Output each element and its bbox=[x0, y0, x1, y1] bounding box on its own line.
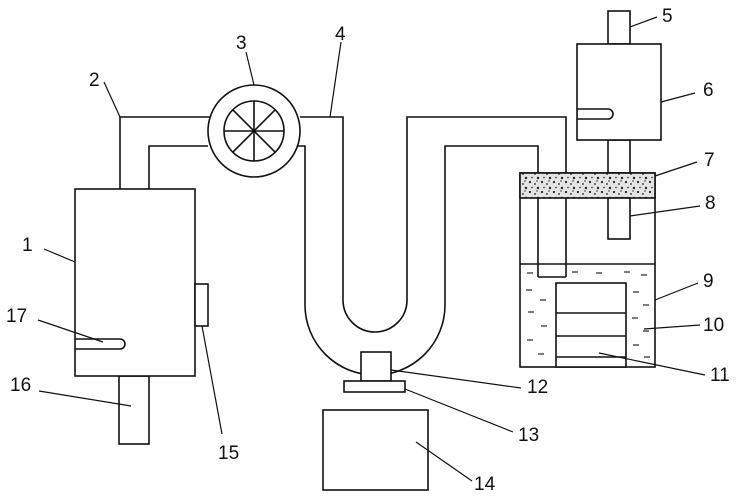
label-14: 14 bbox=[474, 474, 496, 495]
label-13: 13 bbox=[518, 425, 539, 446]
leader-lines bbox=[37, 16, 706, 482]
reference-numerals: 1 2 3 4 5 6 7 8 9 10 11 12 13 14 15 16 1… bbox=[6, 6, 730, 495]
label-11: 11 bbox=[710, 365, 730, 386]
motor-base bbox=[343, 380, 406, 393]
label-4: 4 bbox=[335, 24, 346, 45]
label-7: 7 bbox=[704, 150, 715, 171]
label-12: 12 bbox=[527, 377, 548, 398]
probe-left bbox=[75, 338, 126, 350]
label-9: 9 bbox=[703, 271, 714, 292]
filter-layer bbox=[519, 172, 656, 199]
label-15: 15 bbox=[218, 443, 239, 464]
water-dashes bbox=[526, 271, 650, 358]
inlet-pipe bbox=[119, 116, 212, 189]
label-6: 6 bbox=[703, 80, 714, 101]
label-5: 5 bbox=[662, 6, 673, 27]
side-box bbox=[194, 283, 209, 327]
drain-pipe bbox=[118, 375, 150, 445]
upper-filter-unit bbox=[576, 10, 662, 174]
water-tank bbox=[519, 172, 656, 368]
probe-right bbox=[577, 108, 614, 120]
label-17: 17 bbox=[6, 306, 27, 327]
label-8: 8 bbox=[705, 193, 716, 214]
motor bbox=[360, 351, 392, 382]
top-pipe bbox=[607, 10, 631, 45]
label-2: 2 bbox=[89, 70, 100, 91]
fan bbox=[207, 84, 301, 178]
filter-cartridge bbox=[555, 282, 627, 368]
pump-assembly bbox=[322, 351, 429, 491]
label-16: 16 bbox=[10, 375, 31, 396]
label-1: 1 bbox=[22, 235, 33, 256]
control-box bbox=[322, 409, 429, 491]
label-10: 10 bbox=[703, 315, 724, 336]
tank-left bbox=[74, 188, 209, 445]
label-3: 3 bbox=[236, 33, 247, 54]
